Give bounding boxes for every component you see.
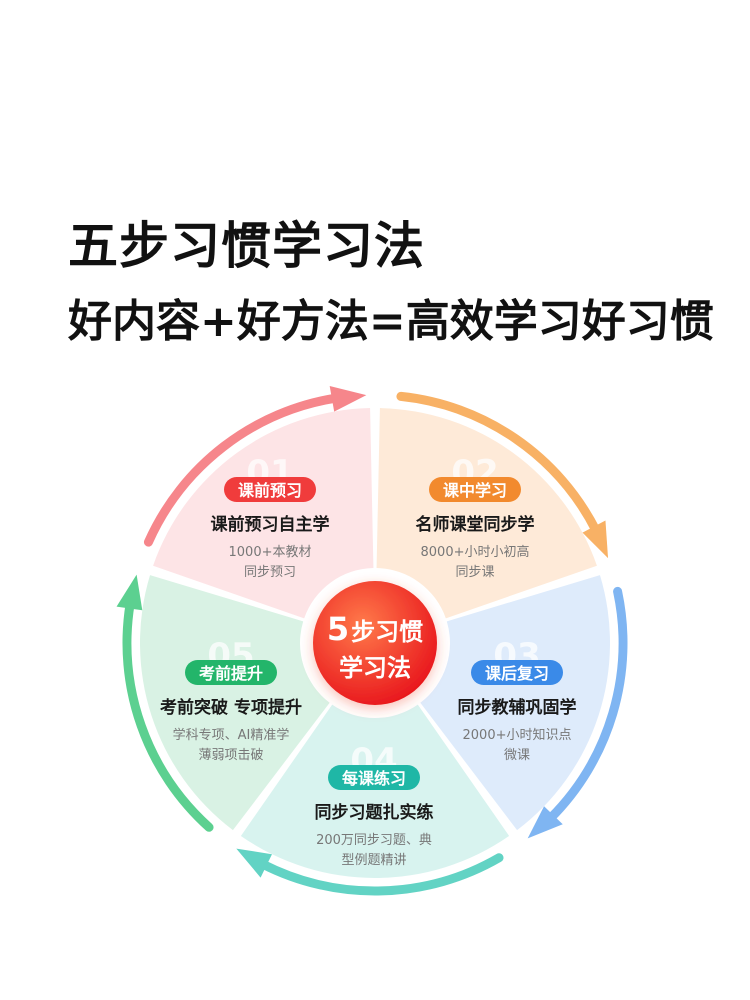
arrow-head-3 — [527, 806, 563, 839]
step-desc-1: 2000+小时知识点 — [463, 727, 572, 743]
arrow-head-5 — [116, 574, 143, 611]
step-tag: 考前提升 — [199, 664, 263, 683]
arrow-arc-4 — [257, 853, 504, 896]
page-title: 五步习惯学习法 — [68, 217, 425, 275]
wheel-segment-4 — [240, 704, 510, 879]
center-line2: 学习法 — [339, 654, 411, 682]
step-tag-pill — [328, 765, 420, 790]
step-desc-1: 200万同步习题、典 — [316, 833, 432, 848]
step-desc-1: 学科专项、AI精准学 — [173, 727, 290, 743]
step-heading: 考前突破 专项提升 — [159, 697, 302, 718]
wheel-segment-3 — [420, 575, 610, 831]
arrow-head-2 — [582, 520, 609, 559]
step-tag-pill — [429, 477, 521, 502]
step-heading: 同步教辅巩固学 — [458, 697, 577, 718]
step-tag-pill — [185, 660, 277, 685]
wheel-segment-5 — [140, 575, 330, 831]
step-desc-2: 型例题精讲 — [341, 853, 406, 868]
center-circle — [313, 581, 437, 705]
arrow-arc-1 — [143, 393, 341, 547]
wheel-arrows — [116, 385, 628, 896]
page-subtitle: 好内容+好方法=高效学习好习惯 — [68, 296, 714, 347]
arrow-arc-2 — [396, 391, 601, 535]
step-tag: 课中学习 — [443, 481, 507, 500]
step-tag-pill — [471, 660, 563, 685]
step-desc-1: 1000+本教材 — [229, 544, 312, 560]
arrow-head-4 — [236, 848, 272, 878]
arrow-head-1 — [329, 385, 367, 412]
wheel-segments — [140, 408, 610, 879]
center-line1: 5步习惯 — [327, 610, 423, 648]
step-desc-2: 同步预习 — [244, 565, 296, 580]
step-desc-2: 同步课 — [455, 565, 494, 580]
step-heading: 课前预习自主学 — [211, 514, 330, 535]
step-tag: 课前预习 — [238, 481, 302, 500]
step-tag: 课后复习 — [485, 664, 549, 683]
wheel-segment-1 — [153, 408, 374, 619]
center-badge: 5步习惯 学习法 — [305, 573, 445, 713]
wheel-segment-2 — [376, 408, 597, 619]
arrow-arc-3 — [545, 586, 628, 823]
wheel-labels: 01课前预习课前预习自主学1000+本教材同步预习02课中学习名师课堂同步学80… — [159, 453, 576, 868]
arrow-arc-5 — [122, 599, 214, 832]
step-desc-2: 微课 — [504, 748, 530, 763]
step-desc-2: 薄弱项击破 — [198, 748, 263, 763]
step-heading: 同步习题扎实练 — [315, 802, 434, 823]
step-tag-pill — [224, 477, 316, 502]
step-tag: 每课练习 — [342, 769, 406, 788]
step-desc-1: 8000+小时小初高 — [421, 544, 530, 560]
step-heading: 名师课堂同步学 — [416, 514, 535, 535]
